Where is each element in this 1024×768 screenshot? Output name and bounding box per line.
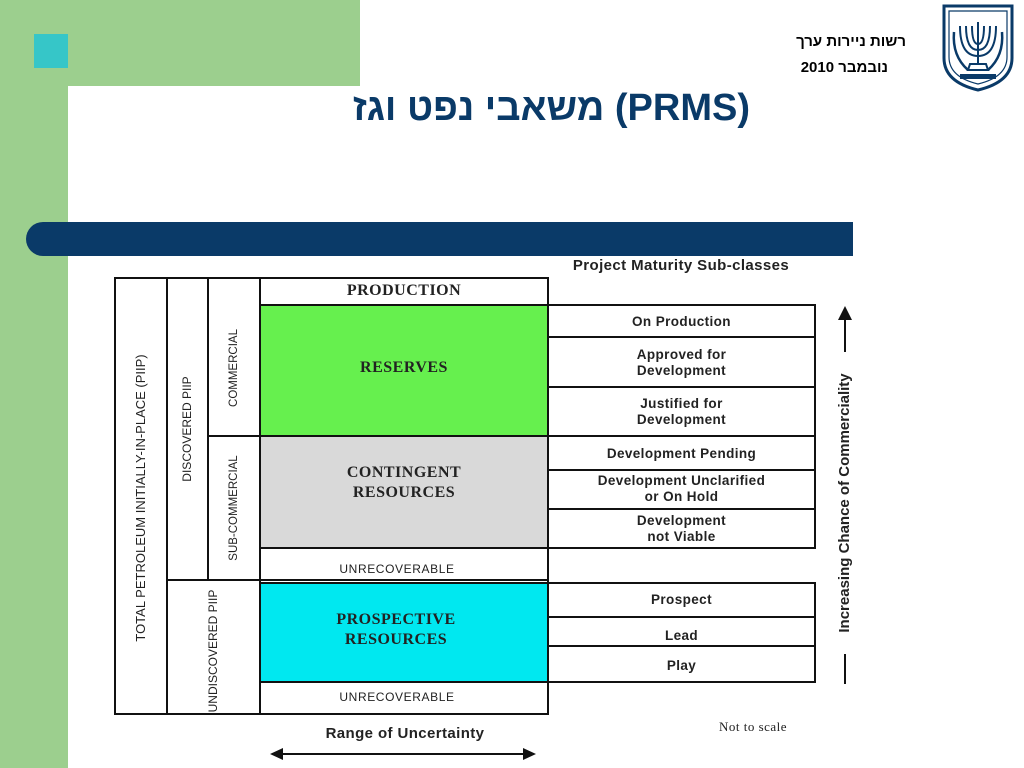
subclass-development-pending: Development Pending — [550, 446, 813, 462]
subclass-play: Play — [550, 658, 813, 674]
green-side-panel — [0, 0, 68, 768]
contingent-label-line1: CONTINGENT — [346, 464, 462, 481]
contingent-box — [260, 436, 548, 548]
maturity-header: Project Maturity Sub-classes — [572, 257, 790, 274]
subclass-lead: Lead — [550, 628, 813, 644]
commercial-label: COMMERCIAL — [228, 329, 240, 407]
uncertainty-label: Range of Uncertainty — [325, 725, 485, 742]
subclass-line: On Production — [632, 314, 731, 329]
navy-divider-bar — [26, 222, 853, 256]
prospective-box — [260, 583, 548, 682]
scale-note: Not to scale — [718, 719, 788, 734]
header-date: נובמבר 2010 — [800, 59, 888, 76]
teal-square-decoration — [34, 34, 68, 68]
prospective-label-line2: RESOURCES — [344, 631, 448, 648]
subclass-line: Development — [636, 363, 727, 378]
subclass-line: Lead — [664, 628, 699, 643]
commerciality-arrow-icon — [838, 306, 852, 684]
unrecoverable-label-2: UNRECOVERABLE — [339, 690, 455, 704]
subclass-line: not Viable — [647, 529, 716, 544]
uncertainty-arrow-icon — [270, 748, 536, 760]
prospective-label-line1: PROSPECTIVE — [336, 611, 456, 628]
undiscovered-piip-label: UNDISCOVERED PIIP — [206, 589, 220, 713]
subclass-on-production: On Production — [550, 314, 813, 330]
reserves-label: RESERVES — [360, 359, 448, 376]
subclass-line: Prospect — [651, 592, 712, 607]
slide-title: משאבי נפט וגז (PRMS) — [352, 87, 750, 129]
content-corner — [86, 86, 386, 246]
unrecoverable-label-1: UNRECOVERABLE — [339, 562, 455, 576]
reserves-box — [260, 305, 548, 436]
subclass-line: Development Pending — [606, 446, 757, 461]
subclass-line: Play — [666, 658, 697, 673]
subclass-line: Approved for — [636, 347, 727, 362]
commerciality-label: Increasing Chance of Commerciality — [836, 373, 853, 633]
organization-name: רשות ניירות ערך — [796, 33, 906, 50]
discovered-piip-label: DISCOVERED PIIP — [180, 376, 194, 482]
production-label: PRODUCTION — [346, 282, 462, 299]
total-piip-label: TOTAL PETROLEUM INITIALLY-IN-PLACE (PIIP… — [133, 354, 148, 642]
subclass-line: Development Unclarified — [597, 473, 766, 488]
subclass-line: or On Hold — [644, 489, 719, 504]
subclass-line: Development — [636, 412, 727, 427]
subcommercial-label: SUB-COMMERCIAL — [228, 455, 240, 561]
subclass-line: Development — [636, 513, 727, 528]
state-emblem-icon — [942, 4, 1014, 92]
subclass-prospect: Prospect — [550, 592, 813, 608]
subclass-line: Justified for — [640, 396, 723, 411]
contingent-label-line2: RESOURCES — [352, 484, 456, 501]
